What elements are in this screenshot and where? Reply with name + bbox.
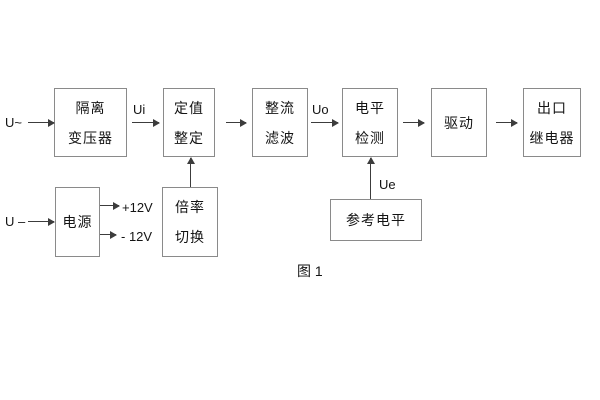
block-label-line2: 滤波: [265, 129, 295, 146]
arrow-ratio-to-setpoint: [186, 157, 195, 187]
label-input-dc: U –: [5, 214, 26, 229]
block-label-line2: 变压器: [68, 129, 113, 146]
arrow-rail-neg: [100, 230, 117, 239]
block-label-line1: 倍率: [175, 199, 205, 215]
block-label-line2: 继电器: [529, 129, 575, 146]
block-setpoint-adjust: 定值 整定: [163, 88, 215, 157]
label-input-ac: U~: [5, 115, 22, 130]
block-output-relay: 出口 继电器: [523, 88, 581, 157]
label-rail-neg: - 12V: [121, 229, 153, 244]
arrow-setpoint-to-rectify: [226, 118, 247, 127]
block-label-line2: 检测: [355, 129, 385, 146]
block-isolation-transformer: 隔离 变压器: [54, 88, 127, 157]
label-ue: Ue: [379, 177, 396, 192]
block-label: 驱动: [444, 114, 474, 131]
block-label-line1: 定值: [174, 99, 204, 116]
block-label-line1: 整流: [265, 99, 295, 116]
arrow-input-ac: [28, 118, 55, 127]
block-label-line1: 电平: [355, 99, 385, 116]
block-label-line1: 出口: [537, 99, 567, 116]
block-ratio-switch: 倍率 切换: [162, 187, 218, 257]
label-uo: Uo: [312, 102, 329, 117]
block-drive: 驱动: [431, 88, 487, 157]
block-rectify-filter: 整流 滤波: [252, 88, 308, 157]
arrow-ue: [366, 157, 375, 199]
figure-caption: 图 1: [297, 263, 323, 279]
arrow-rail-pos: [100, 201, 120, 210]
arrow-level-to-drive: [403, 118, 425, 127]
arrow-uo: [311, 118, 339, 127]
arrow-ui: [132, 118, 160, 127]
block-reference-level: 参考电平: [330, 199, 422, 241]
block-power-supply: 电源: [55, 187, 100, 257]
arrow-input-dc: [28, 217, 55, 226]
block-label: 参考电平: [346, 212, 406, 228]
label-ui: Ui: [133, 102, 146, 117]
arrow-drive-to-relay: [496, 118, 518, 127]
block-label-line2: 切换: [175, 229, 205, 245]
block-level-detect: 电平 检测: [342, 88, 398, 157]
block-label: 电源: [62, 214, 93, 230]
block-label-line1: 隔离: [75, 99, 106, 116]
block-label-line2: 整定: [174, 129, 204, 146]
label-rail-pos: +12V: [122, 200, 153, 215]
